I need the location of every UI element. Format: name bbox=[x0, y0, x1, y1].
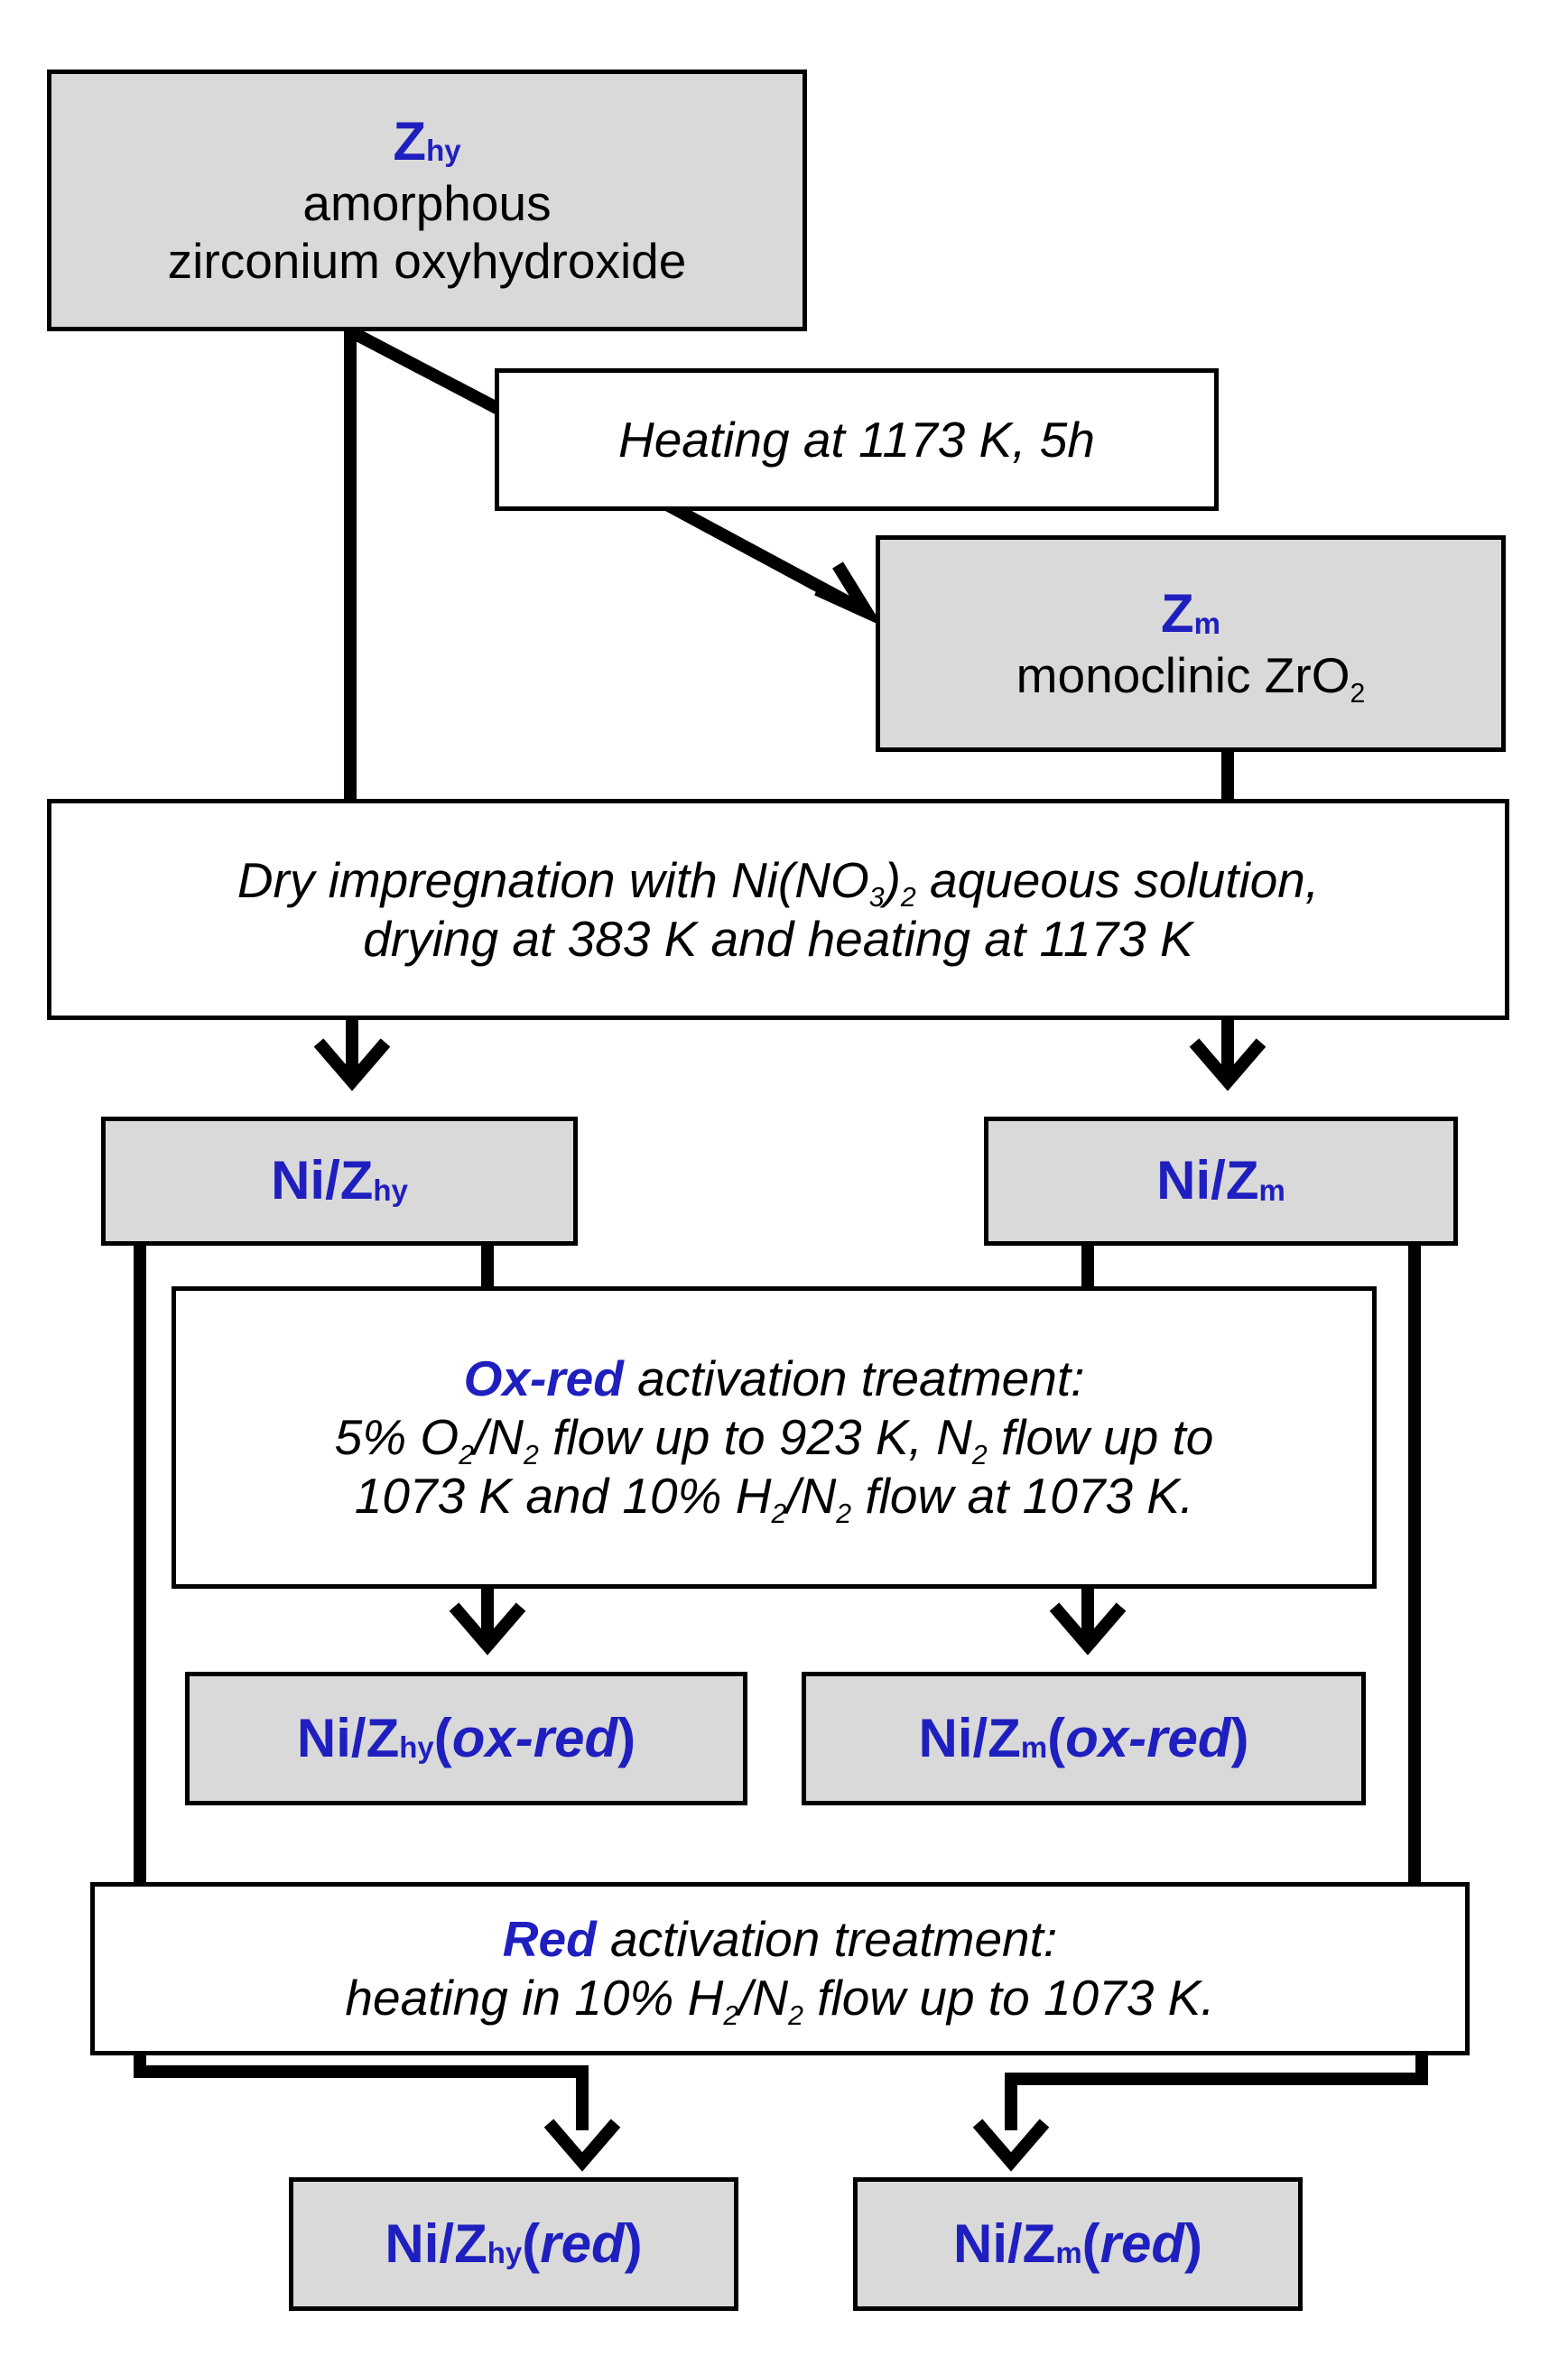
ni-zhy-red-label: Ni/Zhy(red) bbox=[385, 2212, 643, 2274]
impregnation-line1: Dry impregnation with Ni(NO3)2 aqueous s… bbox=[237, 851, 1320, 914]
ni-zm-red-box: Ni/Zm(red) bbox=[853, 2177, 1303, 2311]
zm-code: Zm bbox=[1161, 583, 1220, 645]
zm-box: Zm monoclinic ZrO2 bbox=[876, 535, 1506, 752]
ni-zhy-red-box: Ni/Zhy(red) bbox=[289, 2177, 738, 2311]
ni-zhy-oxred-box: Ni/Zhy(ox-red) bbox=[185, 1672, 747, 1805]
arrowhead-nizm-red bbox=[972, 2119, 1050, 2172]
zm-line: monoclinic ZrO2 bbox=[1016, 646, 1366, 709]
ni-zm-oxred-label: Ni/Zm(ox-red) bbox=[918, 1707, 1249, 1768]
ni-zhy-oxred-label: Ni/Zhy(ox-red) bbox=[296, 1707, 636, 1768]
ni-zm-red-label: Ni/Zm(red) bbox=[952, 2212, 1202, 2274]
ni-zhy-box: Ni/Zhy bbox=[101, 1117, 578, 1246]
oxred-title: Ox-red activation treatment: bbox=[463, 1350, 1085, 1407]
heating-text: Heating at 1173 K, 5h bbox=[618, 411, 1095, 468]
oxred-box: Ox-red activation treatment: 5% O2/N2 fl… bbox=[172, 1286, 1377, 1589]
arrowhead-nizm bbox=[1189, 1038, 1266, 1091]
connector-red-to-nizhy-red bbox=[134, 2049, 589, 2130]
ni-zhy-label: Ni/Zhy bbox=[271, 1150, 408, 1211]
connector-zhy-to-heating bbox=[347, 325, 507, 418]
ni-zm-label: Ni/Zm bbox=[1156, 1150, 1285, 1211]
red-title: Red activation treatment: bbox=[502, 1911, 1058, 1968]
arrowhead-nizhy-red bbox=[543, 2119, 621, 2172]
connector-red-to-nizm-red bbox=[1005, 2049, 1428, 2130]
ni-zm-oxred-box: Ni/Zm(ox-red) bbox=[802, 1672, 1366, 1805]
impregnation-box: Dry impregnation with Ni(NO3)2 aqueous s… bbox=[47, 799, 1509, 1020]
arrowhead-nizm-oxred bbox=[1049, 1602, 1127, 1656]
oxred-line2: 5% O2/N2 flow up to 923 K, N2 flow up to bbox=[334, 1409, 1214, 1470]
zhy-box: Zhy amorphous zirconium oxyhydroxide bbox=[47, 70, 807, 331]
heating-box: Heating at 1173 K, 5h bbox=[495, 368, 1219, 511]
arrowhead-nizhy-oxred bbox=[449, 1602, 526, 1656]
arrowhead-zm bbox=[814, 561, 883, 626]
zhy-line2: zirconium oxyhydroxide bbox=[167, 233, 687, 290]
zhy-line1: amorphous bbox=[302, 174, 552, 231]
ni-zm-box: Ni/Zm bbox=[984, 1117, 1458, 1246]
red-box: Red activation treatment: heating in 10%… bbox=[90, 1882, 1470, 2055]
red-line2: heating in 10% H2/N2 flow up to 1073 K. bbox=[345, 1970, 1215, 2031]
zhy-code: Zhy bbox=[393, 110, 461, 172]
arrowhead-nizhy bbox=[313, 1038, 391, 1091]
impregnation-line2: drying at 383 K and heating at 1173 K bbox=[363, 910, 1193, 967]
oxred-line3: 1073 K and 10% H2/N2 flow at 1073 K. bbox=[354, 1467, 1194, 1529]
